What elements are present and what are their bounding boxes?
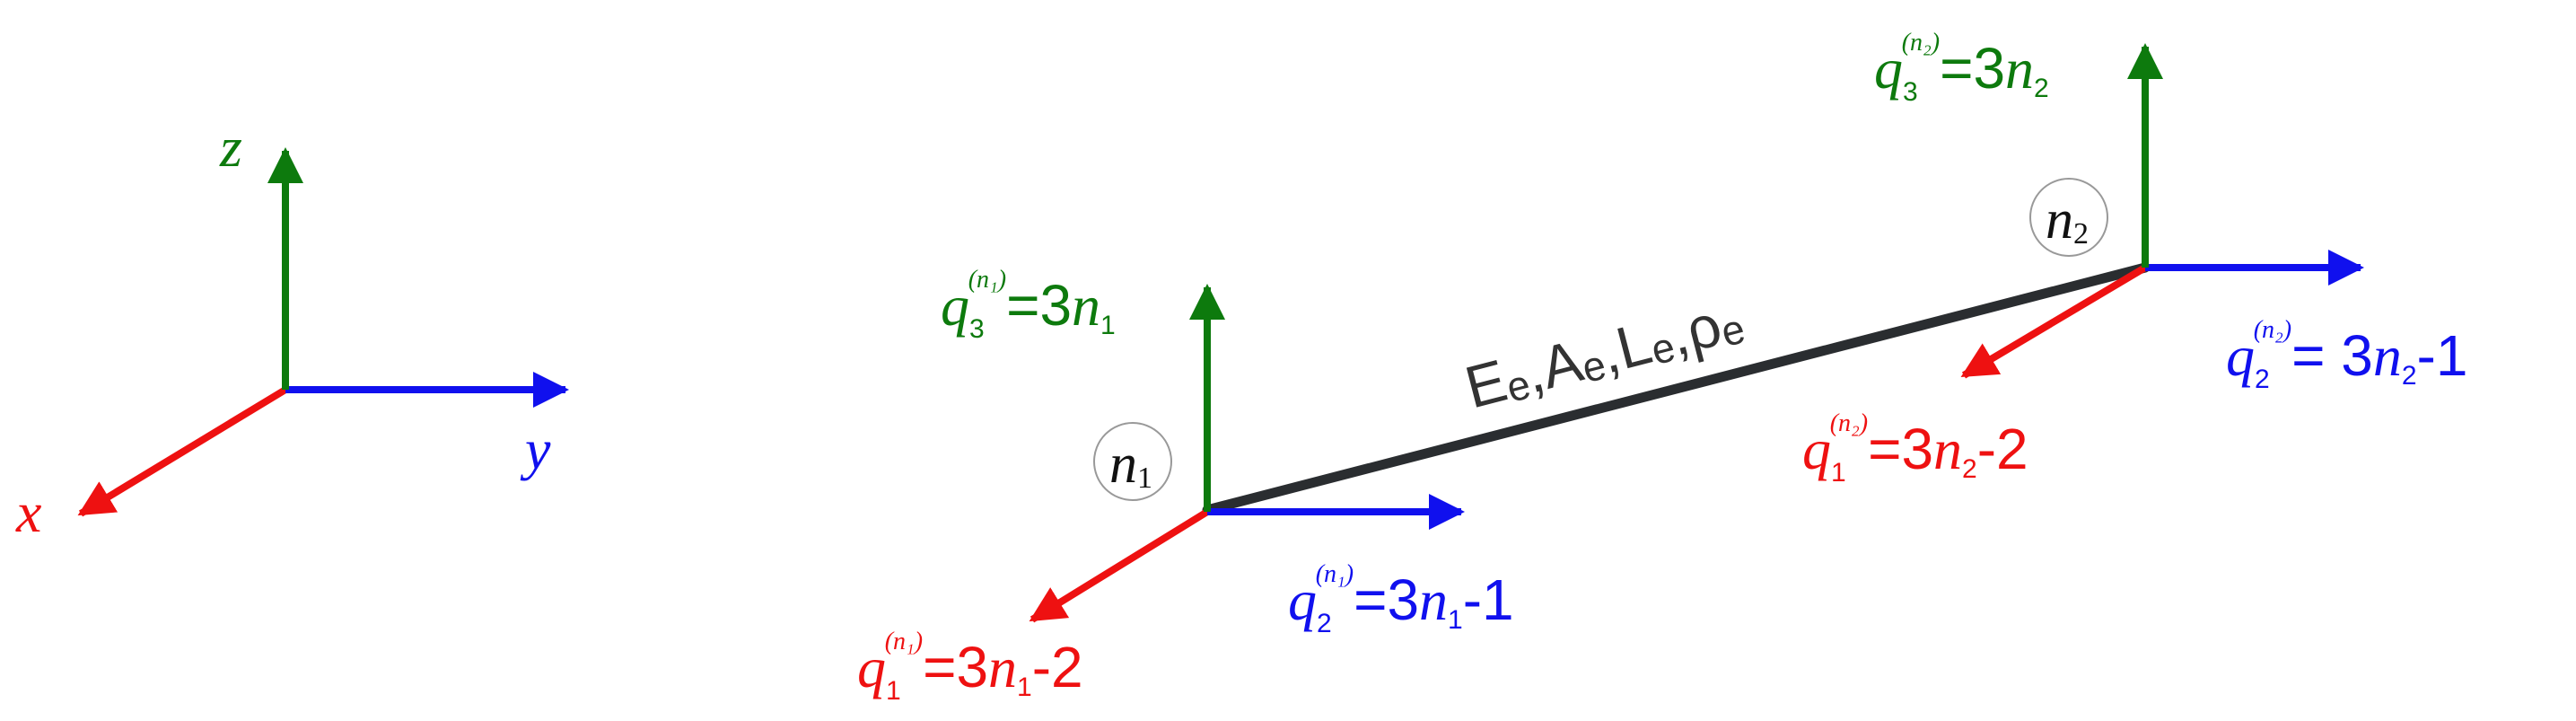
y-axis-label: y bbox=[520, 418, 551, 481]
node1-dof1-label: q1(n₁)=3n1-2 bbox=[857, 628, 1083, 706]
node-2: n2 q3(n₂)=3n2 q2(n₂)= 3n2-1 q1(n₂)=3n2-2 bbox=[1802, 29, 2467, 488]
node1-dof1-arrow bbox=[1029, 508, 1210, 623]
node2-dof1-label: q1(n₂)=3n2-2 bbox=[1802, 409, 2028, 488]
node2-label: n2 bbox=[2046, 189, 2089, 251]
z-axis-label: z bbox=[219, 115, 242, 179]
node2-dof2-label: q2(n₂)= 3n2-1 bbox=[2226, 316, 2467, 394]
node2-dof3-label: q3(n₂)=3n2 bbox=[1874, 29, 2049, 107]
element-properties-label: Eₑ,Aₑ,Lₑ,ρₑ bbox=[1459, 286, 1749, 421]
node1-dof3-label: q3(n₁)=3n1 bbox=[941, 266, 1116, 344]
x-axis-arrow bbox=[77, 386, 288, 517]
global-axes: x y z bbox=[15, 115, 569, 544]
node1-label: n1 bbox=[1109, 434, 1152, 495]
node-1: n1 q3(n₁)=3n1 q2(n₁)=3n1-1 q1(n₁)=3n1-2 bbox=[857, 266, 1514, 706]
node2-dof1-arrow bbox=[1960, 264, 2148, 379]
x-axis-label: x bbox=[15, 480, 41, 544]
node1-dof2-label: q2(n₁)=3n1-1 bbox=[1288, 560, 1514, 638]
node1-circle bbox=[1093, 422, 1172, 501]
truss-element-bar bbox=[1202, 262, 2151, 515]
node2-circle bbox=[2029, 178, 2108, 257]
